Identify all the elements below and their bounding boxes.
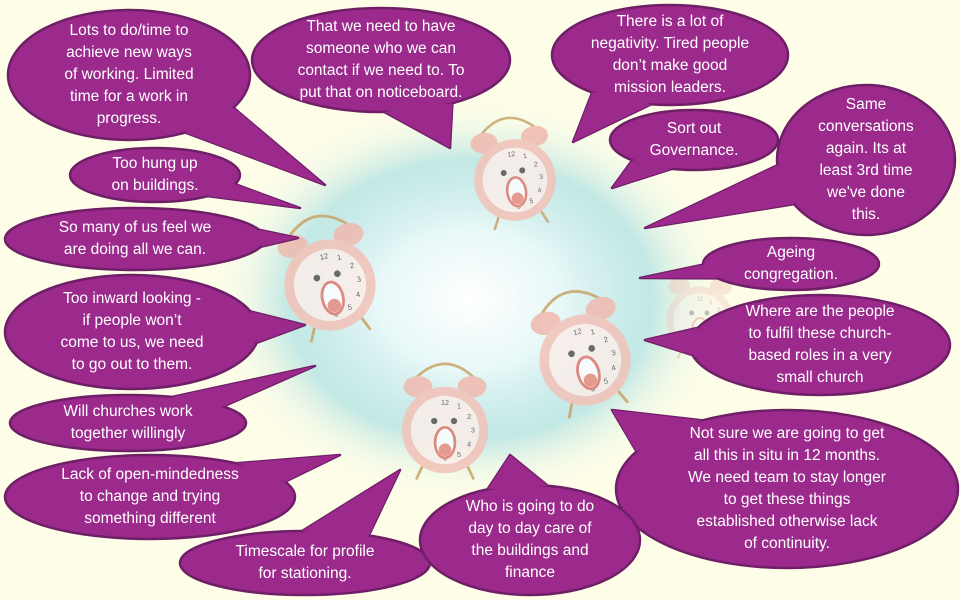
bubble-body xyxy=(8,393,248,453)
bubble-body xyxy=(178,529,432,597)
clock-number: 2 xyxy=(349,261,355,271)
speech-bubble-hung-up-buildings xyxy=(68,146,302,210)
clock-number: 5 xyxy=(457,450,461,459)
clock-number: 4 xyxy=(467,440,471,449)
alarm-clock-icon: 12123456 xyxy=(530,290,631,419)
bubble-body xyxy=(688,293,952,397)
bubble-body xyxy=(3,273,261,391)
clock-number: 4 xyxy=(355,290,361,300)
clock-number: 1 xyxy=(709,299,712,305)
speech-bubbles xyxy=(3,3,960,597)
bubble-body xyxy=(6,8,252,142)
bubble-body xyxy=(250,6,512,114)
clock-number: 12 xyxy=(441,398,449,407)
clock-number: 5 xyxy=(529,198,534,205)
clock-number: 3 xyxy=(610,348,616,358)
speech-bubble-doing-all-we-can xyxy=(3,206,300,272)
bubble-body xyxy=(418,483,642,597)
clock-number: 3 xyxy=(539,174,544,181)
clock-number: 2 xyxy=(467,412,471,421)
clock-number: 1 xyxy=(590,327,596,337)
clock-number: 12 xyxy=(507,151,516,159)
speech-bubble-day-to-day-care xyxy=(418,453,642,597)
clock-number: 12 xyxy=(572,326,582,337)
speech-bubble-governance xyxy=(608,108,780,190)
clock-number: 1 xyxy=(457,402,461,411)
clock-number: 12 xyxy=(319,251,329,262)
speech-bubble-twelve-months xyxy=(610,408,960,570)
speech-bubble-lots-to-do xyxy=(6,8,327,187)
bubble-body xyxy=(550,3,790,107)
speech-bubble-ageing-congregation xyxy=(638,236,881,292)
speech-bubble-inward-looking xyxy=(3,273,307,391)
speech-bubble-same-conversations xyxy=(643,83,957,237)
bubble-body xyxy=(614,408,960,570)
alarm-clock-icon: 12123456 xyxy=(401,362,489,481)
bubble-body xyxy=(701,236,881,292)
speech-bubble-timescale xyxy=(178,468,432,597)
speech-bubble-open-mindedness xyxy=(3,453,342,541)
clock-number: 1 xyxy=(523,153,528,160)
bubble-body xyxy=(608,108,780,172)
alarm-clock-icon: 12123456 xyxy=(470,116,556,231)
clock-number: 5 xyxy=(347,302,353,312)
clock-number: 3 xyxy=(356,274,362,284)
bubble-body xyxy=(775,83,957,237)
alarm-clocks-illustration: 1212345612123456121234561212345612123456 xyxy=(277,116,734,481)
bubble-body xyxy=(3,206,267,272)
speech-bubble-negativity xyxy=(550,3,790,144)
clock-number: 12 xyxy=(697,296,703,302)
speech-bubble-churches-together xyxy=(8,364,317,453)
clock-number: 1 xyxy=(336,252,342,262)
speech-bubble-need-contact xyxy=(250,6,512,150)
clock-number: 4 xyxy=(610,363,616,373)
clock-number: 2 xyxy=(717,307,720,313)
alarm-clock-icon: 12123456 xyxy=(277,214,376,343)
bubble-body xyxy=(3,453,297,541)
clock-number: 4 xyxy=(537,187,542,194)
clock-number: 5 xyxy=(603,376,609,386)
clock-number: 2 xyxy=(603,335,609,345)
clock-number: 3 xyxy=(471,426,475,435)
speech-bubble-where-are-people xyxy=(643,293,952,397)
bubble-body xyxy=(68,146,242,204)
clock-number: 2 xyxy=(534,161,539,168)
